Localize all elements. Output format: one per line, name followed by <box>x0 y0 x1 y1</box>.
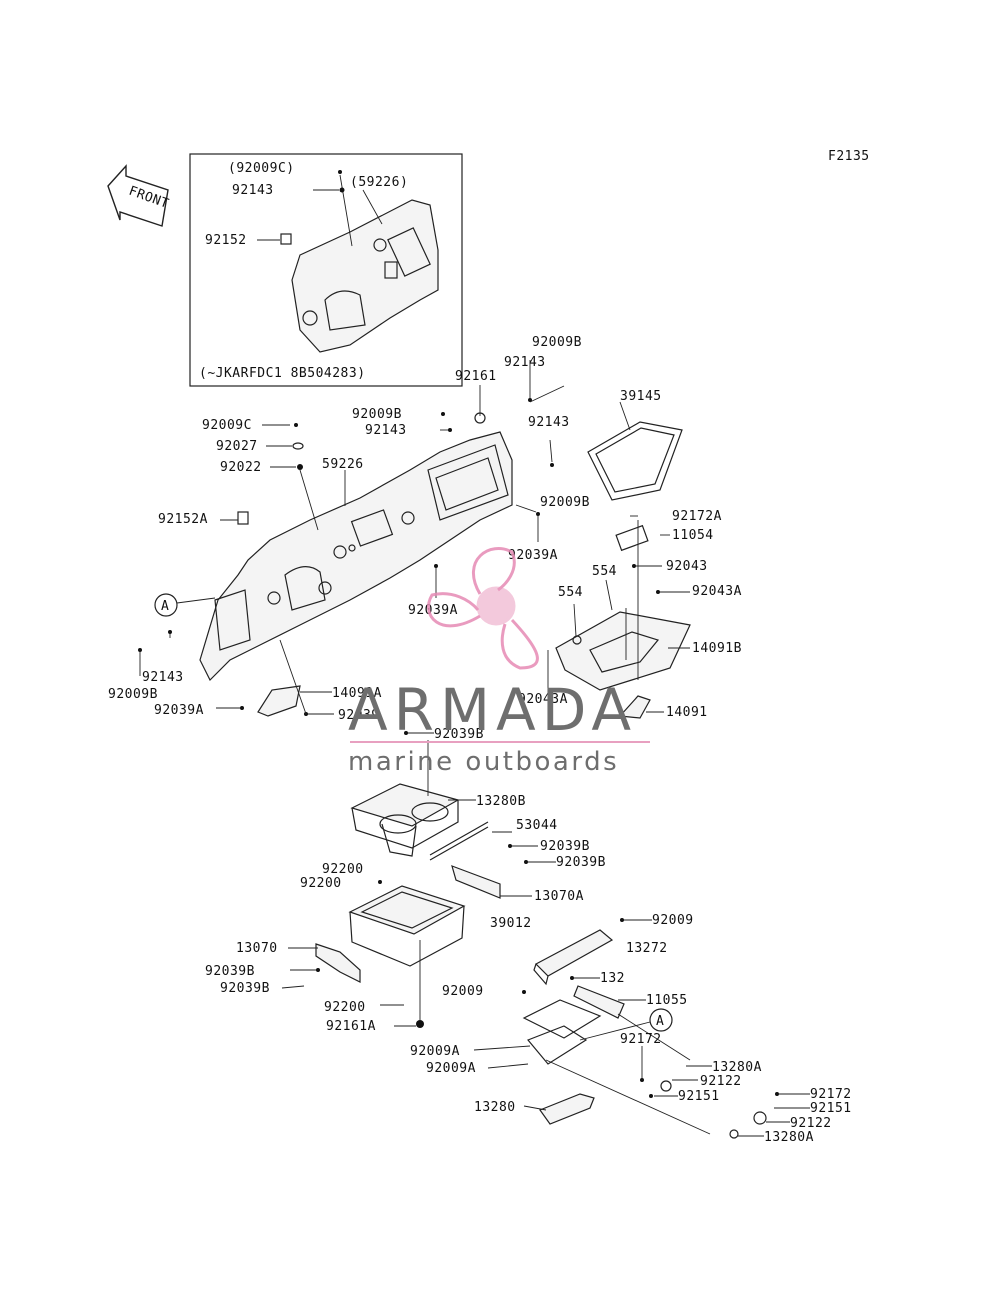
label-92200-3: 92200 <box>324 1000 366 1015</box>
label-13272: 13272 <box>626 941 668 956</box>
label-92009-2: 92009 <box>442 984 484 999</box>
label-92039b-1: 92039B <box>434 727 484 742</box>
label-554-1: 554 <box>592 564 617 579</box>
label-92039b-4: 92039B <box>205 964 255 979</box>
label-92039b-3: 92039B <box>556 855 606 870</box>
label-13280a-1: 13280A <box>712 1060 762 1075</box>
label-92161: 92161 <box>455 369 497 384</box>
callout-a-right-text: A <box>656 1014 664 1029</box>
leader-lines <box>138 360 810 1137</box>
label-13070: 13070 <box>236 941 278 956</box>
label-92009b-4: 92009B <box>108 687 158 702</box>
front-arrow-icon: FRONT <box>107 164 171 227</box>
label-13280b: 13280B <box>476 794 526 809</box>
label-92039a-1: 92039A <box>508 548 558 563</box>
propeller-logo-icon <box>427 547 539 670</box>
label-92027: 92027 <box>216 439 258 454</box>
label-554-2: 554 <box>558 585 583 600</box>
label-92143-4: 92143 <box>142 670 184 685</box>
label-92122-2: 92122 <box>790 1116 832 1131</box>
label-13280: 13280 <box>474 1100 516 1115</box>
bracket-13280 <box>539 1093 595 1125</box>
watermark-brand: ARMADA <box>348 676 637 744</box>
watermark-tagline: marine outboards <box>348 747 619 777</box>
label-13280a-2: 13280A <box>764 1130 814 1145</box>
label-92043: 92043 <box>666 559 708 574</box>
box-39012 <box>348 885 466 967</box>
label-92009c: 92009C <box>202 418 252 433</box>
label-92039b-5: 92039B <box>220 981 270 996</box>
lid-13272 <box>533 929 614 986</box>
inset-box <box>189 153 463 387</box>
label-inset-59226: (59226) <box>350 175 408 190</box>
bracket-13070a <box>451 865 501 899</box>
label-92043a-2: 92043A <box>518 692 568 707</box>
label-14091: 14091 <box>666 705 708 720</box>
label-92151-2: 92151 <box>810 1101 852 1116</box>
label-92122-1: 92122 <box>700 1074 742 1089</box>
hardware <box>416 1020 779 1139</box>
bracket-13070 <box>315 943 361 983</box>
label-92172-2: 92172 <box>810 1087 852 1102</box>
label-59226: 59226 <box>322 457 364 472</box>
label-92009b-top: 92009B <box>532 335 582 350</box>
plate-14091 <box>618 695 651 719</box>
label-92151-1: 92151 <box>678 1089 720 1104</box>
label-92009-1: 92009 <box>652 913 694 928</box>
label-92172a: 92172A <box>672 509 722 524</box>
label-11055: 11055 <box>646 993 688 1008</box>
label-inset-92143: 92143 <box>232 183 274 198</box>
label-92200-2: 92200 <box>300 876 342 891</box>
bracket-14091a <box>257 685 301 717</box>
label-14091b: 14091B <box>692 641 742 656</box>
watermark: ARMADA marine outboards <box>348 547 650 777</box>
bracket-14091b <box>555 524 691 691</box>
label-92009a-2: 92009A <box>426 1061 476 1076</box>
label-92009b-2: 92009B <box>352 407 402 422</box>
label-92200-1: 92200 <box>322 862 364 877</box>
label-92009b-3: 92009B <box>540 495 590 510</box>
label-92039a-3: 92039A <box>154 703 204 718</box>
part-labels: 92009B 92143 92161 39145 92009B 92143 92… <box>108 335 852 1145</box>
label-92143-3: 92143 <box>528 415 570 430</box>
label-92172-1: 92172 <box>620 1032 662 1047</box>
label-39012: 39012 <box>490 916 532 931</box>
figure-code: F2135 <box>828 149 870 164</box>
callout-a-left-text: A <box>161 599 169 614</box>
label-14091a: 14091A <box>332 686 382 701</box>
label-92009a-1: 92009A <box>410 1044 460 1059</box>
label-92039: 92039 <box>338 708 380 723</box>
label-92039a-2: 92039A <box>408 603 458 618</box>
label-92043a-1: 92043A <box>692 584 742 599</box>
label-inset-92152: 92152 <box>205 233 247 248</box>
linkage-assembly <box>522 985 711 1135</box>
callout-a-left: A <box>154 593 216 617</box>
label-92039b-2: 92039B <box>540 839 590 854</box>
gasket-39145 <box>587 421 683 501</box>
label-13070a: 13070A <box>534 889 584 904</box>
label-92152a: 92152A <box>158 512 208 527</box>
label-92143-2: 92143 <box>365 423 407 438</box>
label-92143-top: 92143 <box>504 355 546 370</box>
label-132: 132 <box>600 971 625 986</box>
label-53044: 53044 <box>516 818 558 833</box>
callout-a-right: A <box>579 1008 673 1041</box>
panel-59226 <box>199 431 513 682</box>
label-92161a: 92161A <box>326 1019 376 1034</box>
inset-panel <box>291 199 439 353</box>
label-11054: 11054 <box>672 528 714 543</box>
cupholder-13280b <box>350 783 460 857</box>
label-92022: 92022 <box>220 460 262 475</box>
label-inset-92009c: (92009C) <box>228 161 295 176</box>
inset-serial: (~JKARFDC1 8B504283) <box>199 366 366 381</box>
label-39145: 39145 <box>620 389 662 404</box>
